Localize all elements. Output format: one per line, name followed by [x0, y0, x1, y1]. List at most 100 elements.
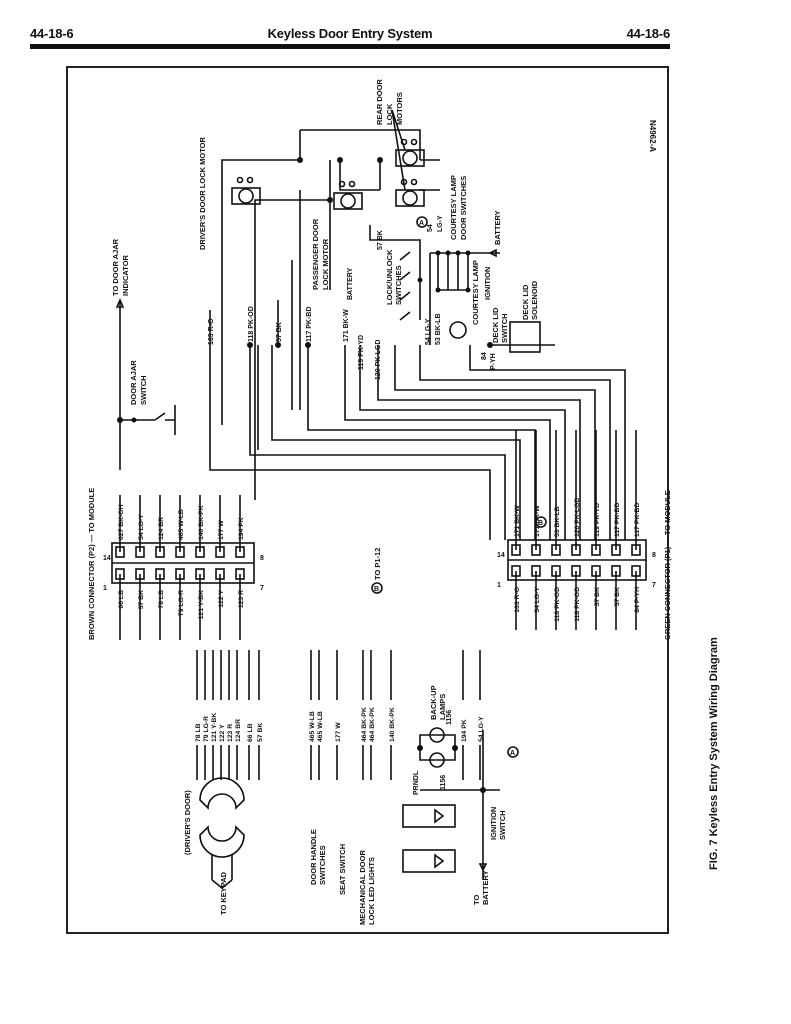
green-top-wire-label: 119 PK-YD	[594, 503, 601, 537]
green-top-wire-label: 117 PK-BD	[614, 503, 621, 537]
page-header: 44-18-6 Keyless Door Entry System 44-18-…	[30, 26, 670, 46]
lock-unlock-switches	[369, 225, 423, 321]
brown-bottom-wire-label: 57 BK	[138, 590, 145, 609]
deck-lid-solenoid-label-1: DECK LID	[521, 284, 530, 320]
harness-wires	[209, 300, 626, 540]
brown-bottom-wire-label: 123 R	[238, 590, 245, 608]
rear-motors-pointer	[391, 109, 406, 191]
marker-b-green	[535, 516, 547, 528]
marker-b-label: B	[374, 586, 379, 593]
figure-caption: FIG. 7 Keyless Entry System Wiring Diagr…	[708, 637, 720, 870]
wire-label-54-top-2: LG-Y	[437, 215, 444, 232]
green-top-wire-label: 53 BK-LB	[554, 506, 561, 537]
rear-motors-label-1: REAR DOOR	[375, 79, 384, 125]
drivers-door-label: (DRIVER'S DOOR)	[183, 790, 192, 855]
prndl-label: PRNDL	[413, 770, 420, 795]
green-pin-1: 1	[497, 582, 501, 589]
lock-unlock-label-1: LOCK/UNLOCK	[385, 249, 394, 305]
marker-b	[371, 582, 383, 594]
brown-top-wire-label: 140 BK-PK	[198, 505, 205, 540]
passenger-motor-label-1: PASSENGER DOOR	[311, 218, 320, 290]
brown-top-wire-label: 177 W	[218, 520, 225, 540]
ignition-switch	[420, 730, 500, 880]
lower-wire-label: 54 LG-Y	[478, 716, 485, 742]
brown-top-wire-label: 627 BK-OH	[118, 504, 125, 540]
wire-label-54-top: 54	[427, 224, 434, 232]
to-keypad-label: TO KEYPAD	[219, 871, 228, 915]
lower-wire-label: 66 LB	[247, 723, 254, 742]
deck-lid-switch-label-2: SWITCH	[500, 313, 509, 343]
passenger-door-lock-motor	[333, 180, 363, 210]
lower-wire-label: 464 BK-PK	[369, 707, 376, 742]
deck-lid-solenoid-label-2: SOLENOID	[530, 280, 539, 320]
battery-label-1: BATTERY	[347, 267, 354, 300]
to-battery-label-2: BATTERY	[481, 870, 490, 905]
brown-bottom-wire-label: 66 LB	[118, 590, 125, 609]
green-bottom-wire-label: 54 LG-Y	[534, 587, 541, 613]
page-title: Keyless Door Entry System	[267, 26, 433, 41]
courtesy-switches-label-1: COURTESY LAMP	[449, 175, 458, 240]
battery-label-2: BATTERY	[493, 210, 502, 245]
green-bottom-wire-label: 84 P-YH	[634, 587, 641, 613]
green-pin-8: 8	[652, 552, 656, 559]
marker-a-bottom	[507, 746, 519, 758]
drivers-door-lock-motor	[231, 176, 261, 205]
brown-bottom-wire-label: 79 LG-R	[178, 590, 185, 616]
deck-lid-solenoid	[487, 321, 555, 353]
header-rule	[30, 44, 670, 49]
figure-frame	[66, 66, 669, 934]
rear-door-lock-motor-2	[395, 178, 425, 207]
backup-label-1: BACK-UP	[429, 685, 438, 720]
bulb-1156-b: 1156	[440, 775, 447, 790]
ignition-label-top: IGNITION	[483, 267, 492, 300]
mech-lock-label-2: LOCK LED LIGHTS	[367, 857, 376, 925]
wire-label-117: 117 PK-BD	[306, 307, 313, 342]
green-bottom-wire-label: 118 PK-OD	[554, 587, 561, 622]
brown-pin-8: 8	[260, 555, 264, 562]
ignition-switch-label-1: IGNITION	[489, 807, 498, 840]
bulb-1156-a: 1156	[446, 710, 453, 725]
rear-motors-label-2: LOCK	[385, 103, 394, 125]
backup-lamps	[417, 727, 458, 768]
marker-b-green-label: B	[538, 520, 543, 527]
brown-bottom-wire-label: 122 Y	[218, 590, 225, 608]
brown-top-wire-label: 54 LG-Y	[138, 514, 145, 540]
passenger-motor-label-2: LOCK MOTOR	[321, 238, 330, 290]
brown-top-wire-label: 194 PK	[238, 517, 245, 540]
green-bottom-wire-label: 118 PK-OD	[574, 587, 581, 622]
lower-wire-label: 124 BR	[235, 719, 242, 742]
marker-a-bottom-label: A	[510, 750, 515, 757]
brown-pin-1: 1	[103, 585, 107, 592]
to-p1-12-label: TO P1-12	[373, 548, 382, 580]
lower-wire-label: 78 LB	[195, 723, 202, 742]
courtesy-lamp-label: COURTESY LAMP	[471, 260, 480, 325]
green-top-wire-label: 171 BK-W	[514, 505, 521, 537]
ignition-switch-label-2: SWITCH	[498, 810, 507, 840]
door-ajar-circuit	[115, 297, 176, 470]
lower-wire-label: 79 LG-R	[203, 716, 210, 742]
wire-label-119: 119 PK-YD	[358, 335, 365, 370]
lower-wire-label: 177 W	[335, 722, 342, 742]
figure-ref-code: N4962-A	[648, 120, 657, 152]
deck-lid-switch-label-1: DECK LID	[491, 307, 500, 343]
lower-wire-label: 122 Y	[219, 724, 226, 742]
green-top-wire-label: 117 PK-BD	[634, 503, 641, 537]
to-battery-label-1: TO	[472, 895, 481, 905]
mech-lock-label-1: MECHANICAL DOOR	[358, 850, 367, 925]
green-bottom-wire-label: 57 BK	[614, 587, 621, 606]
seat-switch-label: SEAT SWITCH	[338, 844, 347, 895]
brown-pin-7: 7	[260, 585, 264, 592]
green-top-wire-label: 171 BK-W	[534, 505, 541, 537]
lock-unlock-label-2: SWITCHES	[394, 265, 403, 305]
wire-label-53: 53 BK-LB	[435, 313, 442, 345]
green-bottom-wire-label: 163 R-O	[514, 587, 521, 613]
lower-wire-label: 194 PK	[461, 719, 468, 742]
door-ajar-indicator-label-2: INDICATOR	[121, 254, 130, 296]
mechanical-door-lock-leds	[402, 804, 456, 873]
marker-a-top	[416, 216, 428, 228]
brown-bottom-wire-label: 121 Y-BK	[198, 590, 205, 619]
door-ajar-switch-label-1: DOOR AJAR	[129, 360, 138, 405]
page-number-left: 44-18-6	[30, 26, 74, 41]
courtesy-door-switches	[429, 248, 500, 345]
